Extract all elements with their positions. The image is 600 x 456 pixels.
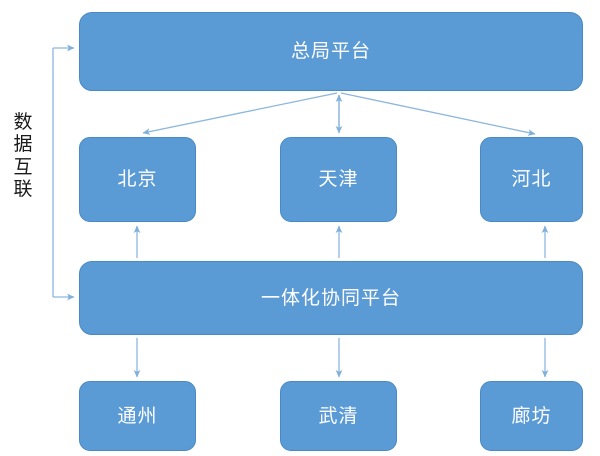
node-district-langfang-label: 廊坊 [511, 405, 552, 427]
node-district-tongzhou[interactable]: 通州 [79, 381, 196, 451]
connector-top-to-hebei [340, 92, 536, 136]
node-region-hebei-label: 河北 [511, 169, 552, 190]
node-region-beijing-label: 北京 [117, 169, 158, 190]
node-region-hebei[interactable]: 河北 [480, 137, 583, 222]
node-integrated-platform-label: 一体化协同平台 [260, 287, 401, 309]
side-label-char-4: 联 [13, 179, 33, 201]
side-label-char-1: 数 [13, 112, 33, 133]
side-label-data-interconnect: 数 据 互 联 [6, 112, 40, 202]
node-region-tianjin[interactable]: 天津 [280, 137, 397, 222]
node-integrated-platform[interactable]: 一体化协同平台 [79, 261, 583, 335]
node-top-platform[interactable]: 总局平台 [79, 12, 583, 91]
node-region-tianjin-label: 天津 [318, 169, 359, 190]
node-district-langfang[interactable]: 廊坊 [480, 381, 583, 451]
node-top-platform-label: 总局平台 [290, 41, 371, 62]
side-label-char-2: 据 [13, 134, 33, 156]
node-district-tongzhou-label: 通州 [117, 405, 158, 427]
node-district-wuqing-label: 武清 [318, 405, 359, 427]
side-label-char-3: 互 [13, 156, 33, 178]
node-region-beijing[interactable]: 北京 [79, 137, 196, 222]
node-district-wuqing[interactable]: 武清 [280, 381, 397, 451]
connector-top-to-beijing [142, 92, 338, 135]
